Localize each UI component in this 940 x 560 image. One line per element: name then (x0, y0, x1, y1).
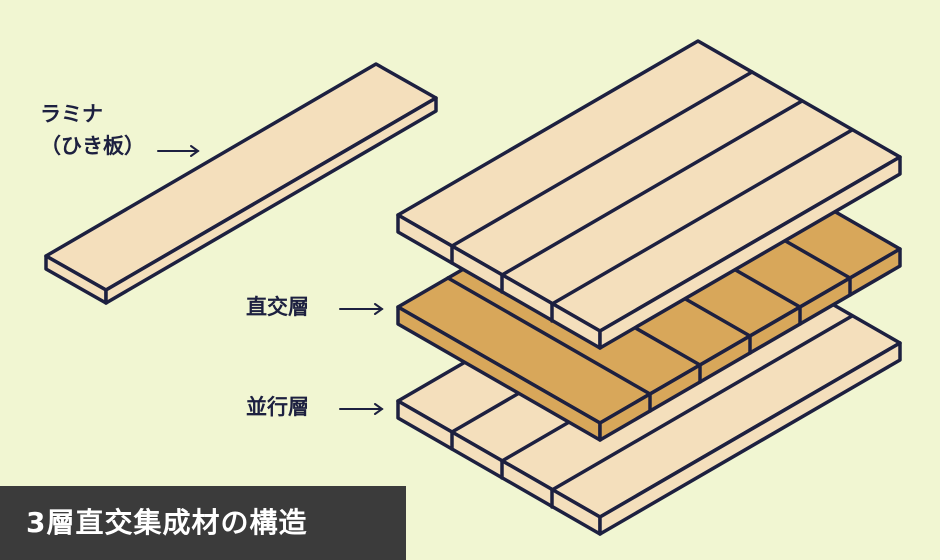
cross-layer-label: 直交層 (246, 295, 309, 319)
lamina-label-line2: （ひき板） (40, 134, 145, 158)
caption-banner: 3層直交集成材の構造 (0, 486, 406, 560)
top-parallel-layer-panel (396, 39, 902, 350)
lamina-arrow (157, 145, 200, 157)
parallel-layer-label: 並行層 (246, 395, 309, 419)
lamina-label: ラミナ （ひき板） (40, 101, 145, 165)
lamina-board (44, 62, 438, 305)
parallel-layer-arrow (339, 403, 384, 415)
lamina-label-line1: ラミナ (40, 102, 103, 126)
cross-layer-arrow (339, 303, 384, 315)
